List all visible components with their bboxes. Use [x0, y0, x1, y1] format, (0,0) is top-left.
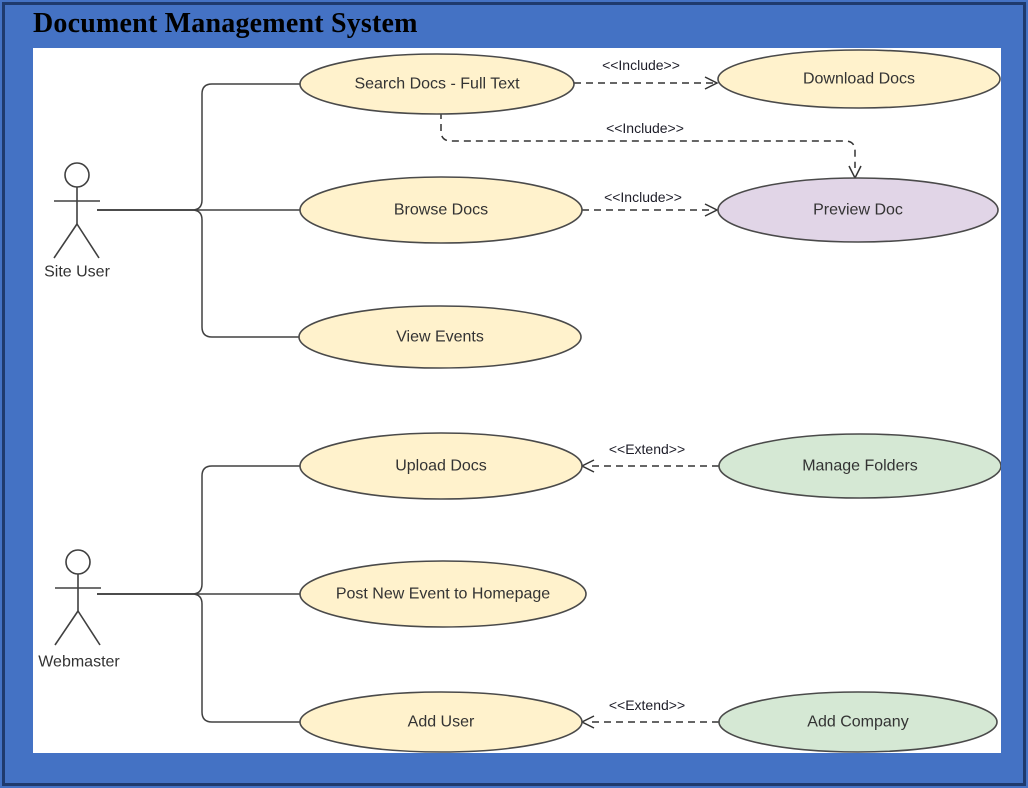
- usecase-preview-doc: Preview Doc: [717, 177, 999, 243]
- usecase-post-new-event-label: Post New Event to Homepage: [336, 586, 550, 603]
- include-browse-preview-label: <<Include>>: [604, 189, 682, 205]
- usecase-add-user: Add User: [299, 691, 583, 753]
- relationship-include-search-download: <<Include>>: [574, 57, 719, 90]
- usecase-add-company: Add Company: [718, 691, 998, 753]
- extend-manage-upload-label: <<Extend>>: [609, 441, 685, 457]
- actor-site-user: Site User: [44, 162, 111, 281]
- actor-webmaster: Webmaster: [38, 549, 120, 671]
- include-search-preview-line: [440, 112, 856, 168]
- include-browse-preview-arrowhead: [704, 203, 719, 217]
- relationship-extend-manage-upload: <<Extend>>: [580, 441, 719, 473]
- association-webmaster-upload-docs: [97, 465, 300, 595]
- include-search-preview-label: <<Include>>: [606, 120, 684, 136]
- usecase-add-company-label: Add Company: [807, 714, 908, 731]
- usecase-search-docs: Search Docs - Full Text: [299, 53, 575, 115]
- usecase-upload-docs: Upload Docs: [299, 432, 583, 500]
- association-webmaster-add-user: [97, 593, 300, 723]
- actor-site-user-left-leg: [53, 223, 78, 259]
- association-site-user-view-events: [97, 209, 299, 338]
- usecase-manage-folders: Manage Folders: [718, 433, 1001, 499]
- usecase-view-events-shape: [298, 305, 582, 369]
- actor-site-user-head: [64, 162, 90, 188]
- usecase-upload-docs-label: Upload Docs: [395, 458, 487, 475]
- usecase-browse-docs-shape: [299, 176, 583, 244]
- usecase-download-docs-label: Download Docs: [803, 71, 915, 88]
- actor-webmaster-label: Webmaster: [38, 654, 120, 671]
- usecase-add-user-label: Add User: [408, 714, 475, 731]
- usecase-add-user-shape: [299, 691, 583, 753]
- usecase-view-events-label: View Events: [396, 329, 484, 346]
- actor-site-user-label: Site User: [44, 264, 110, 281]
- actor-webmaster-head: [65, 549, 91, 575]
- usecase-browse-docs-label: Browse Docs: [394, 202, 488, 219]
- usecase-search-docs-label: Search Docs - Full Text: [354, 76, 520, 93]
- usecase-view-events: View Events: [298, 305, 582, 369]
- usecase-download-docs-shape: [717, 49, 1001, 109]
- usecase-search-docs-shape: [299, 53, 575, 115]
- actor-webmaster-left-leg: [54, 610, 79, 646]
- usecase-post-new-event: Post New Event to Homepage: [299, 560, 587, 628]
- usecase-manage-folders-label: Manage Folders: [802, 458, 918, 475]
- include-search-download-label: <<Include>>: [602, 57, 680, 73]
- actor-webmaster-right-leg: [77, 610, 101, 646]
- usecase-post-new-event-shape: [299, 560, 587, 628]
- usecase-browse-docs: Browse Docs: [299, 176, 583, 244]
- relationship-include-search-preview: <<Include>>: [440, 112, 862, 180]
- usecase-upload-docs-shape: [299, 432, 583, 500]
- association-site-user-search-docs: [97, 83, 300, 211]
- relationship-extend-company-adduser: <<Extend>>: [580, 697, 719, 729]
- relationship-include-browse-preview: <<Include>>: [582, 189, 719, 217]
- diagram-title: Document Management System: [33, 8, 418, 39]
- diagram-canvas: Site User Webmaster: [33, 48, 1001, 753]
- usecase-preview-doc-label: Preview Doc: [813, 202, 903, 219]
- include-search-download-arrowhead: [704, 76, 719, 90]
- usecase-diagram-svg: Site User Webmaster: [38, 49, 1001, 753]
- usecase-add-company-shape: [718, 691, 998, 753]
- usecase-manage-folders-shape: [718, 433, 1001, 499]
- usecase-preview-doc-shape: [717, 177, 999, 243]
- actor-site-user-right-leg: [76, 223, 100, 259]
- extend-company-adduser-label: <<Extend>>: [609, 697, 685, 713]
- usecase-download-docs: Download Docs: [717, 49, 1001, 109]
